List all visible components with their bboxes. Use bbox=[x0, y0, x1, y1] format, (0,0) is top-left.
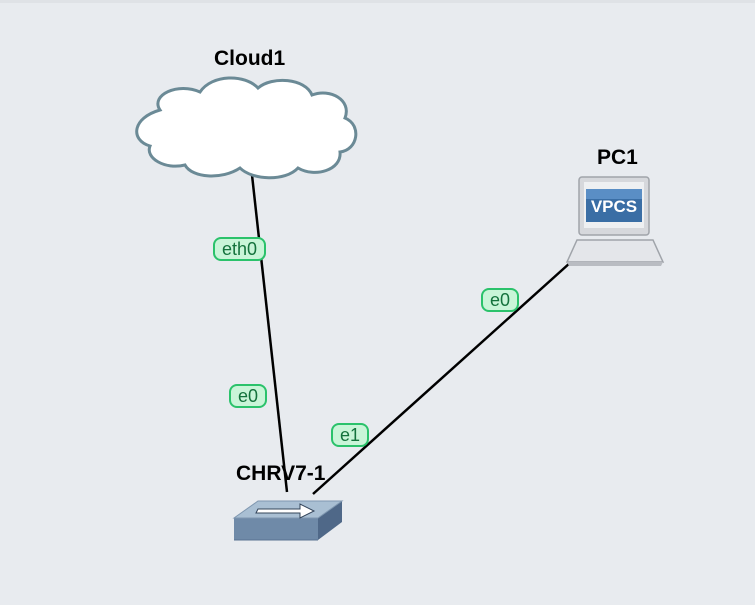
canvas-top-border bbox=[0, 0, 755, 3]
node-label-cloud1: Cloud1 bbox=[214, 47, 286, 70]
node-label-pc1: PC1 bbox=[597, 146, 638, 169]
router-arrow-icon bbox=[255, 503, 316, 519]
router-icon[interactable] bbox=[232, 500, 344, 541]
node-label-chrv7-1: CHRV7-1 bbox=[236, 462, 326, 485]
port-label-pc1-e0: e0 bbox=[481, 288, 520, 312]
link-chrv7-1-pc1[interactable] bbox=[312, 261, 572, 495]
port-label-cloud1-eth0: eth0 bbox=[213, 237, 267, 261]
cloud-icon[interactable] bbox=[135, 76, 358, 180]
link-cloud1-chrv7-1[interactable] bbox=[250, 174, 289, 493]
vpcs-screen-label: VPCS bbox=[591, 197, 637, 216]
port-label-chrv7-1-e0: e0 bbox=[229, 384, 268, 408]
vpcs-computer-icon[interactable]: VPCS bbox=[565, 176, 665, 266]
port-label-chrv7-1-e1: e1 bbox=[331, 423, 370, 447]
